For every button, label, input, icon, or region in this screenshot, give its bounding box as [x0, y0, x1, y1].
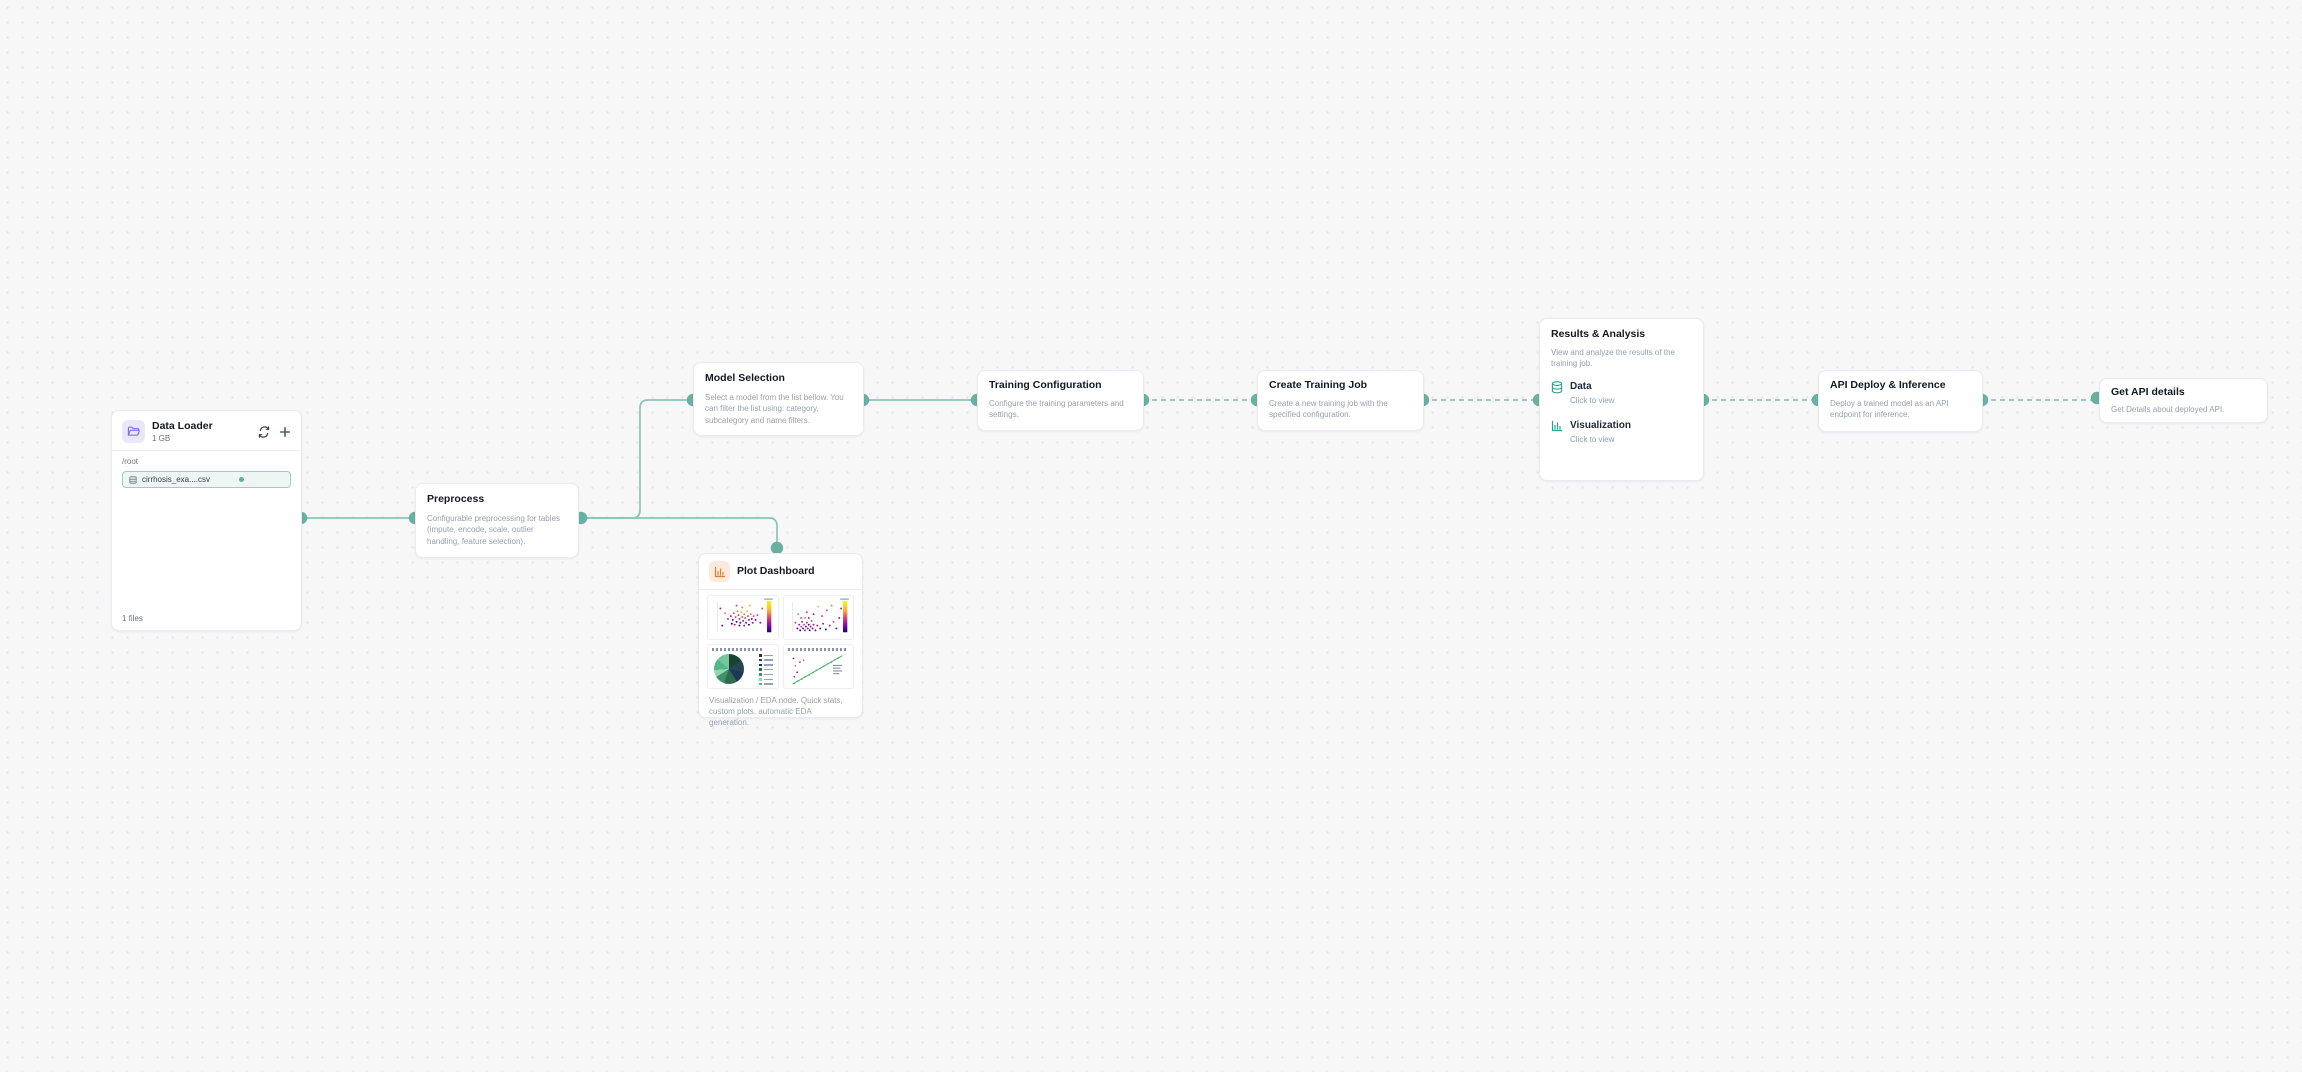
node-api-deploy-inference[interactable]: API Deploy & Inference Deploy a trained …	[1818, 370, 1983, 432]
node-title: Preprocess	[427, 493, 485, 505]
node-title: Plot Dashboard	[737, 565, 815, 578]
node-create-training-job[interactable]: Create Training Job Create a new trainin…	[1257, 370, 1424, 431]
trend-line-thumbnail[interactable]	[782, 644, 854, 689]
edge-preprocess-plotdashboard[interactable]	[581, 517, 778, 548]
file-list-item[interactable]: cirrhosis_exa....csv	[122, 471, 291, 488]
item-sublabel: Click to view	[1570, 395, 1615, 405]
node-description: Select a model from the list bellow. You…	[705, 392, 844, 425]
node-description: View and analyze the results of the trai…	[1551, 347, 1675, 369]
edge-preprocess-modelselection[interactable]	[581, 399, 693, 519]
node-plot-dashboard[interactable]: Plot Dashboard	[698, 553, 863, 727]
node-title: Get API details	[2111, 386, 2185, 398]
node-title: Results & Analysis	[1551, 328, 1646, 340]
bar-chart-icon	[709, 561, 730, 582]
header-divider	[112, 450, 301, 451]
node-title: Model Selection	[705, 372, 785, 384]
bar-chart-icon	[1551, 420, 1563, 431]
scatter-thumbnail-1[interactable]	[707, 595, 779, 640]
node-title: Training Configuration	[989, 379, 1102, 391]
node-description: Configurable preprocessing for tables (i…	[427, 513, 560, 546]
node-description: Configure the training parameters and se…	[989, 398, 1124, 420]
node-training-configuration[interactable]: Training Configuration Configure the tra…	[977, 370, 1144, 431]
pie-legend	[758, 654, 773, 686]
file-name: cirrhosis_exa....csv	[142, 475, 211, 484]
node-data-loader[interactable]: Data Loader 1 GB	[111, 410, 302, 631]
node-description: Deploy a trained model as an API endpoin…	[1830, 398, 1949, 420]
node-get-api-details[interactable]: Get API details Get Details about deploy…	[2099, 378, 2268, 423]
pie-chart	[714, 654, 744, 684]
results-data-item[interactable]: Data Click to view	[1551, 381, 1692, 405]
thumbnail-caption	[712, 648, 764, 651]
pie-chart-thumbnail[interactable]	[707, 644, 779, 689]
node-description: Get Details about deployed API.	[2111, 404, 2225, 414]
item-label: Visualization	[1570, 419, 1631, 431]
refresh-icon[interactable]	[258, 425, 270, 438]
thumbnail-caption	[787, 648, 848, 651]
database-icon	[1551, 381, 1563, 394]
folder-icon	[122, 420, 145, 443]
file-database-icon	[129, 475, 137, 484]
node-title: Create Training Job	[1269, 379, 1368, 391]
header-divider	[699, 589, 862, 590]
results-visualization-item[interactable]: Visualization Click to view	[1551, 420, 1692, 444]
item-sublabel: Click to view	[1570, 434, 1615, 444]
file-count-label: 1 files	[122, 614, 143, 623]
node-description: Visualization / EDA node. Quick stats, c…	[709, 696, 843, 728]
node-title: API Deploy & Inference	[1830, 379, 1946, 391]
node-title: Data Loader	[152, 420, 213, 433]
item-label: Data	[1570, 380, 1592, 392]
root-path-label: /root	[122, 457, 139, 466]
plus-icon[interactable]	[279, 426, 291, 438]
node-results-analysis[interactable]: Results & Analysis View and analyze the …	[1539, 318, 1704, 481]
file-status-dot[interactable]	[239, 477, 244, 482]
data-size-label: 1 GB	[152, 433, 171, 443]
node-model-selection[interactable]: Model Selection Select a model from the …	[693, 362, 864, 436]
scatter-thumbnail-2[interactable]	[782, 595, 854, 640]
node-preprocess[interactable]: Preprocess Configurable preprocessing fo…	[415, 483, 579, 558]
node-description: Create a new training job with the speci…	[1269, 398, 1388, 420]
